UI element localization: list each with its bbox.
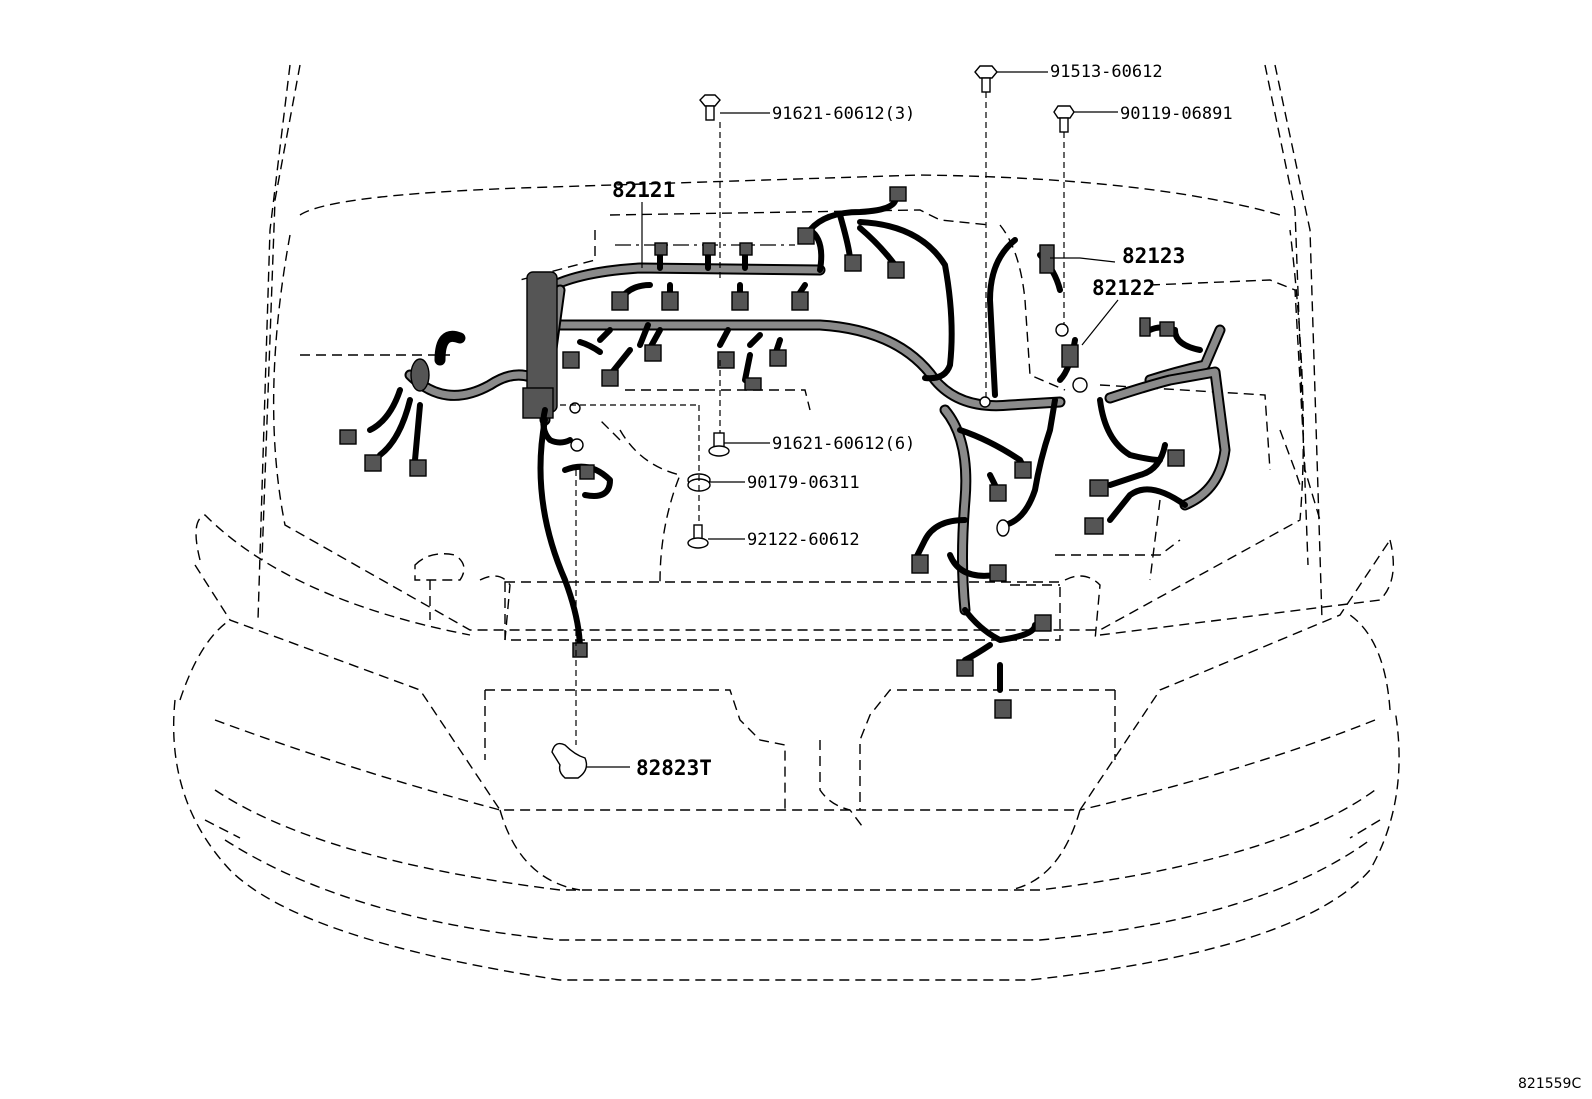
part-label-90119-06891: 90119-06891: [1120, 104, 1233, 124]
part-label-92122-60612: 92122-60612: [747, 530, 860, 550]
fasteners: [551, 65, 1075, 779]
part-label-82823T: 82823T: [636, 756, 712, 780]
vehicle-body-outline: [172, 64, 1400, 981]
part-label-91621-60612-3: 91621-60612(3): [772, 104, 916, 124]
part-label-91513-60612: 91513-60612: [1050, 62, 1163, 82]
bolt-90119-icon: [1053, 105, 1075, 133]
bolt-91621-3-icon: [699, 94, 721, 121]
clamp-82823T-icon: [551, 742, 588, 779]
part-label-82122: 82122: [1092, 276, 1156, 300]
bolt-91621-6-icon: [708, 432, 730, 457]
part-label-82123: 82123: [1122, 244, 1186, 268]
figure-code: 821559C: [1518, 1076, 1582, 1092]
part-label-90179-06311: 90179-06311: [747, 473, 860, 493]
connectors: [339, 186, 1185, 719]
bolt-92122-icon: [687, 524, 709, 549]
bolt-91513-icon: [974, 65, 998, 93]
leader-lines: [560, 71, 1119, 768]
part-label-91621-60612-6: 91621-60612(6): [772, 434, 916, 454]
part-label-82121: 82121: [612, 178, 676, 202]
